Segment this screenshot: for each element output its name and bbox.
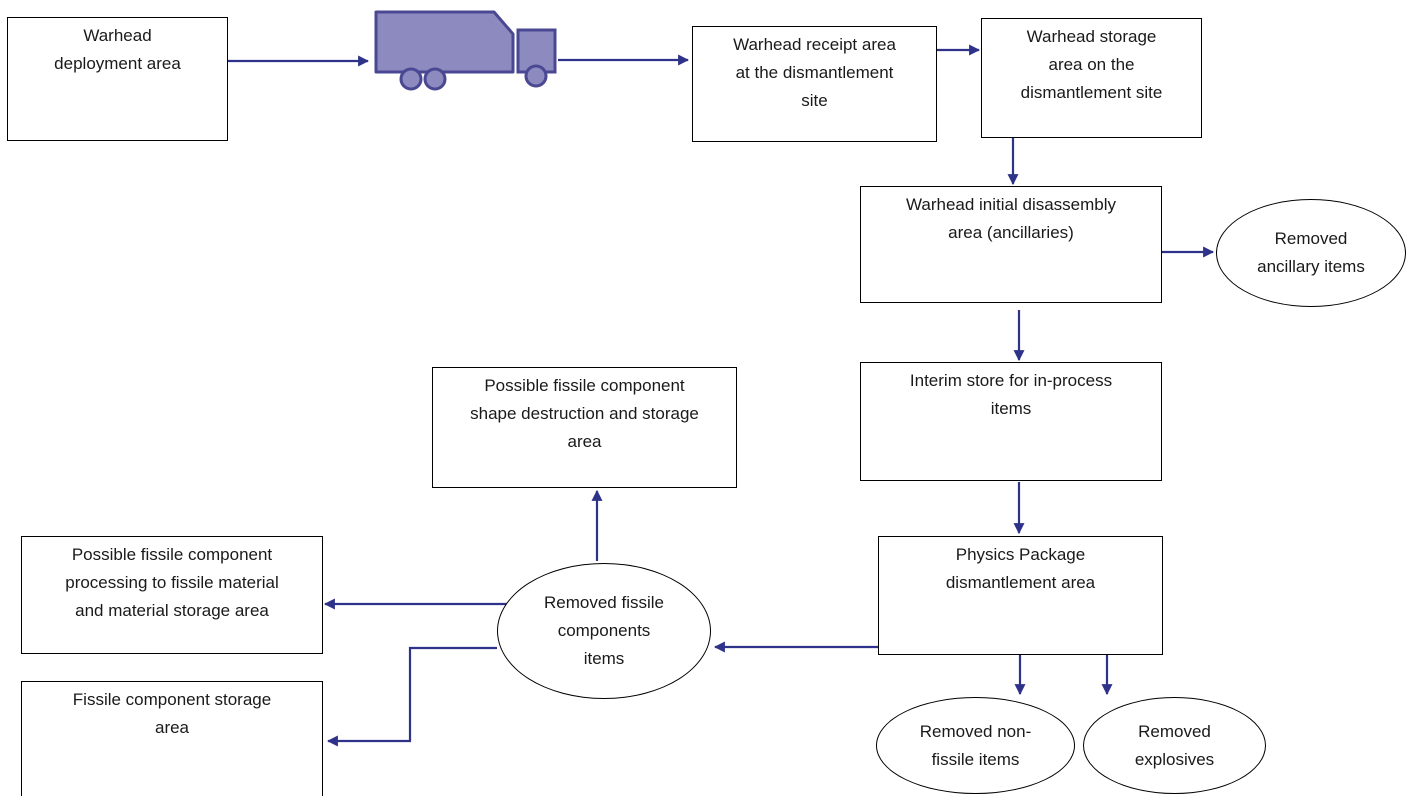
- removed-fissile-components-oval: Removed fissile components items: [497, 563, 711, 699]
- removed-non-fissile-items-oval: Removed non- fissile items: [876, 697, 1075, 794]
- shape-destruction-area-label: Possible fissile component shape destruc…: [470, 376, 699, 451]
- initial-disassembly-area-box: Warhead initial disassembly area (ancill…: [860, 186, 1162, 303]
- interim-store-box: Interim store for in-process items: [860, 362, 1162, 481]
- removed-ancillary-items-oval: Removed ancillary items: [1216, 199, 1406, 307]
- interim-store-label: Interim store for in-process items: [909, 371, 1113, 418]
- removed-explosives-label: Removed explosives: [1134, 721, 1215, 769]
- warhead-storage-area-label: Warhead storage area on the dismantlemen…: [1020, 27, 1163, 102]
- removed-explosives-oval: Removed explosives: [1083, 697, 1266, 794]
- fissile-processing-area-label: Possible fissile component processing to…: [65, 545, 279, 620]
- warhead-receipt-area-label: Warhead receipt area at the dismantlemen…: [733, 35, 896, 110]
- truck-icon: [374, 10, 557, 91]
- initial-disassembly-area-label: Warhead initial disassembly area (ancill…: [905, 195, 1117, 242]
- fissile-processing-area-box: Possible fissile component processing to…: [21, 536, 323, 654]
- removed-non-fissile-items-label: Removed non- fissile items: [919, 721, 1032, 769]
- warhead-deployment-area-label: Warhead deployment area: [54, 26, 181, 73]
- fissile-component-storage-area-box: Fissile component storage area: [21, 681, 323, 796]
- removed-fissile-components-label: Removed fissile components items: [544, 593, 664, 668]
- removed-ancillary-items-label: Removed ancillary items: [1257, 229, 1365, 276]
- physics-package-area-box: Physics Package dismantlement area: [878, 536, 1163, 655]
- warhead-receipt-area-box: Warhead receipt area at the dismantlemen…: [692, 26, 937, 142]
- warhead-deployment-area-box: Warhead deployment area: [7, 17, 228, 141]
- physics-package-area-label: Physics Package dismantlement area: [945, 545, 1096, 592]
- fissile-component-storage-area-label: Fissile component storage area: [72, 690, 272, 737]
- warhead-storage-area-box: Warhead storage area on the dismantlemen…: [981, 18, 1202, 138]
- shape-destruction-area-box: Possible fissile component shape destruc…: [432, 367, 737, 488]
- arrow-fissile-to-component-storage: [326, 646, 497, 747]
